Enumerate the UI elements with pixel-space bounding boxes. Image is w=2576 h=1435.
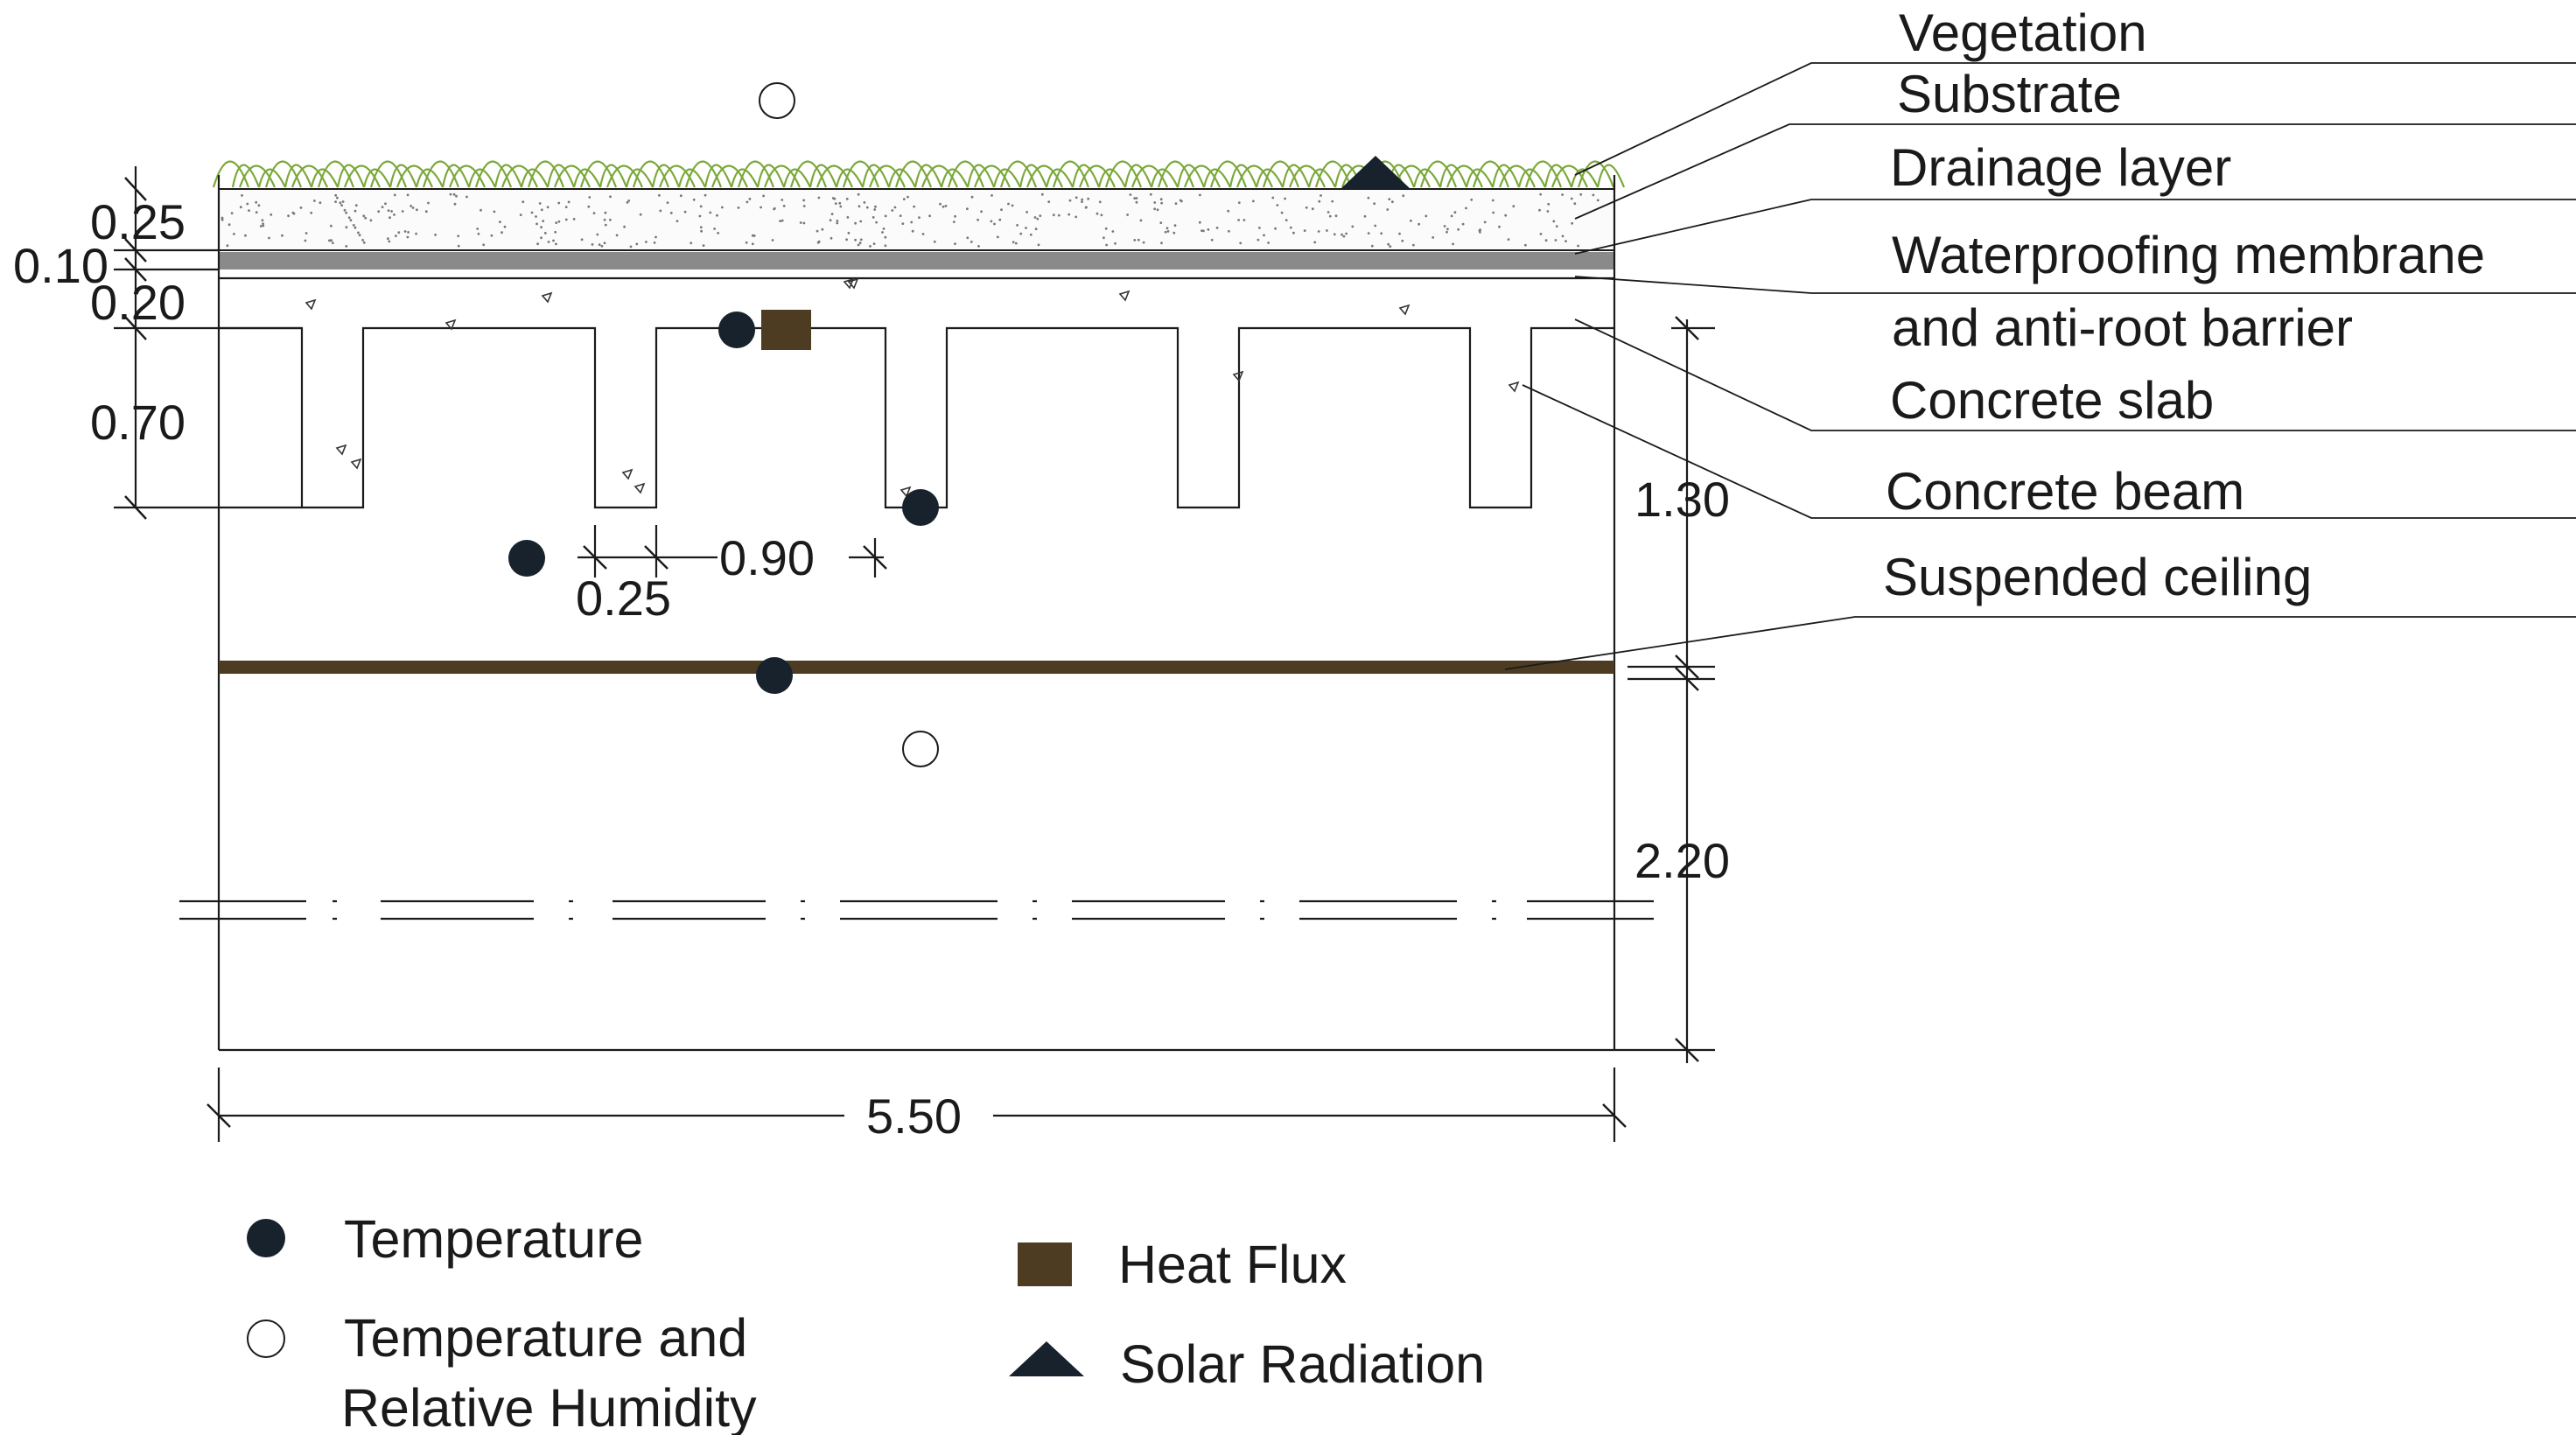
legend-heat-flux-label: Heat Flux: [1118, 1235, 1347, 1294]
dim-drainage: 0.10: [13, 238, 108, 293]
left-dimension-lines: [114, 166, 302, 520]
concrete-slab-beams: [219, 326, 1614, 509]
legend-temperature-label: Temperature: [344, 1209, 643, 1269]
beam-dimension-lines: [578, 525, 887, 578]
right-dimension-lines: [1628, 316, 1715, 1063]
legend-temp-rh-label-2: Relative Humidity: [341, 1378, 757, 1435]
width-dimension-line: [206, 1068, 1627, 1142]
label-substrate: Substrate: [1897, 65, 2122, 123]
temperature-sensor-beam: [902, 489, 939, 526]
concrete-aggregate-texture: [304, 277, 1520, 498]
label-suspended-ceiling: Suspended ceiling: [1883, 548, 2312, 606]
label-leaders: [1504, 62, 2576, 670]
substrate-texture: [220, 192, 1600, 248]
break-line: [179, 900, 1654, 920]
dim-substrate: 0.25: [90, 194, 186, 249]
legend-temp-rh-label-1: Temperature and: [344, 1308, 747, 1368]
label-concrete-slab: Concrete slab: [1890, 371, 2214, 430]
legend-temp-rh-marker: [247, 1320, 285, 1358]
legend-solar-marker: [1009, 1341, 1084, 1376]
label-vegetation: Vegetation: [1899, 4, 2147, 62]
legend-temperature-marker: [247, 1219, 285, 1257]
temperature-sensor-plenum: [508, 540, 545, 577]
solar-radiation-sensor: [1340, 156, 1410, 189]
legend-solar-label: Solar Radiation: [1120, 1334, 1485, 1394]
substrate-layer: [218, 188, 1615, 251]
label-concrete-beam: Concrete beam: [1886, 462, 2244, 521]
dim-beam-spacing: 0.90: [719, 530, 815, 585]
dim-beam-depth: 0.70: [90, 395, 186, 450]
dim-width: 5.50: [866, 1088, 962, 1144]
legend: Temperature Temperature and Relative Hum…: [247, 1209, 1485, 1435]
label-waterproofing-2: and anti-root barrier: [1892, 298, 2353, 357]
label-waterproofing-1: Waterproofing membrane: [1892, 226, 2485, 284]
vegetation-grass: [212, 160, 1626, 188]
temp-rh-sensor-outdoor: [759, 82, 795, 119]
heat-flux-sensor: [761, 310, 811, 350]
sensors: [508, 82, 1410, 767]
drainage-layer: [219, 252, 1614, 270]
suspended-ceiling: [219, 661, 1614, 674]
legend-heat-flux-marker: [1018, 1242, 1072, 1286]
temperature-sensor-ceiling: [756, 657, 793, 694]
dim-room-height: 2.20: [1634, 833, 1730, 888]
temp-rh-sensor-indoor: [902, 731, 939, 767]
temperature-sensor-slab: [718, 312, 755, 348]
dim-beam-width: 0.25: [576, 570, 671, 626]
label-drainage: Drainage layer: [1890, 138, 2231, 197]
dim-plenum-height: 1.30: [1634, 472, 1730, 527]
dim-slab: 0.20: [90, 275, 186, 330]
